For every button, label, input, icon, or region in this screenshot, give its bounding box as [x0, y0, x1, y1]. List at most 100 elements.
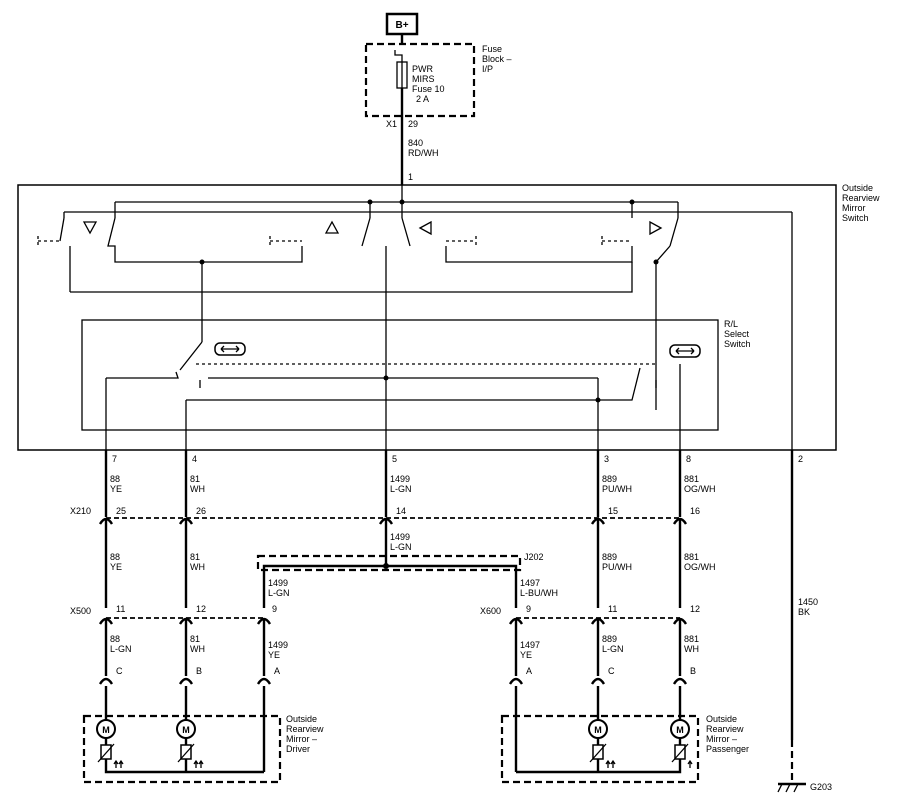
svg-text:Rearview: Rearview	[286, 724, 324, 734]
right-arrow-icon	[649, 220, 663, 236]
passenger-motor-1-icon: M	[588, 719, 608, 739]
svg-text:M: M	[182, 725, 190, 735]
svg-text:YE: YE	[268, 650, 280, 660]
svg-text:L-GN: L-GN	[110, 644, 132, 654]
svg-text:12: 12	[690, 604, 700, 614]
svg-text:OG/WH: OG/WH	[684, 562, 716, 572]
svg-text:Switch: Switch	[842, 213, 869, 223]
rl-select-switch-box	[81, 319, 719, 431]
fuse-connector-label: X1	[386, 119, 397, 129]
x600-pin-labels: 9 11 12	[526, 604, 700, 614]
svg-text:B: B	[196, 666, 202, 676]
fuse-symbol	[394, 50, 408, 89]
svg-text:Fuse 10: Fuse 10	[412, 84, 445, 94]
x500-terminals	[98, 617, 272, 625]
svg-text:88: 88	[110, 552, 120, 562]
svg-text:Mirror: Mirror	[842, 203, 866, 213]
feed-wire-color: RD/WH	[408, 148, 439, 158]
svg-text:PWR: PWR	[412, 64, 433, 74]
svg-text:Outside: Outside	[706, 714, 737, 724]
svg-text:PU/WH: PU/WH	[602, 562, 632, 572]
svg-text:L-GN: L-GN	[268, 588, 290, 598]
j202-splice-box	[256, 554, 522, 572]
driver-motor-2-icon: M	[176, 719, 196, 739]
switch-power-bus	[63, 185, 793, 720]
svg-text:L-GN: L-GN	[602, 644, 624, 654]
svg-text:Passenger: Passenger	[706, 744, 749, 754]
switch-pin-labels: 7 4 5 3 8 2	[112, 454, 803, 464]
down-arrow-icon	[82, 221, 98, 235]
svg-text:Mirror –: Mirror –	[286, 734, 317, 744]
svg-text:81: 81	[190, 552, 200, 562]
svg-text:9: 9	[272, 604, 277, 614]
svg-text:YE: YE	[110, 562, 122, 572]
svg-text:1450: 1450	[798, 597, 818, 607]
passenger-position-sensor-icons	[589, 743, 693, 768]
right-switch	[601, 217, 679, 410]
svg-text:1499: 1499	[390, 474, 410, 484]
driver-mirror-box	[82, 714, 282, 784]
svg-text:4: 4	[192, 454, 197, 464]
middle-wire-runs	[104, 520, 682, 608]
ground-wire: 1450 BK	[790, 450, 818, 782]
svg-text:Driver: Driver	[286, 744, 310, 754]
svg-text:M: M	[594, 725, 602, 735]
svg-text:11: 11	[116, 604, 125, 614]
svg-text:R/L: R/L	[724, 319, 738, 329]
passenger-mirror-label: Outside Rearview Mirror – Passenger	[706, 714, 749, 754]
svg-text:OG/WH: OG/WH	[684, 484, 716, 494]
svg-text:16: 16	[690, 506, 700, 516]
svg-text:Outside: Outside	[842, 183, 873, 193]
driver-motor-1-icon: M	[96, 719, 116, 739]
down-switch	[37, 217, 303, 292]
up-arrow-icon	[324, 220, 340, 234]
svg-text:1497: 1497	[520, 578, 540, 588]
svg-text:PU/WH: PU/WH	[602, 484, 632, 494]
fuse-label: PWR MIRS Fuse 10 2 A	[412, 64, 445, 104]
battery-terminal: B+	[385, 12, 419, 36]
svg-text:8: 8	[686, 454, 691, 464]
lower-wire-runs	[104, 620, 682, 676]
svg-text:C: C	[608, 666, 615, 676]
fuse-pin-label: 29	[408, 119, 418, 129]
svg-text:Select: Select	[724, 329, 750, 339]
svg-text:Mirror –: Mirror –	[706, 734, 737, 744]
rl-select-switch-label: R/L Select Switch	[724, 319, 751, 349]
svg-text:A: A	[274, 666, 280, 676]
mirror-switch-label: Outside Rearview Mirror Switch	[842, 183, 880, 223]
svg-text:3: 3	[604, 454, 609, 464]
mirror-terminals	[98, 677, 688, 685]
driver-position-sensor-icons	[97, 743, 204, 768]
x600-label: X600	[480, 606, 501, 616]
svg-text:M: M	[676, 725, 684, 735]
svg-text:M: M	[102, 725, 110, 735]
svg-text:1499: 1499	[390, 532, 410, 542]
svg-text:15: 15	[608, 506, 618, 516]
passenger-motor-2-icon: M	[670, 719, 690, 739]
svg-text:7: 7	[112, 454, 117, 464]
svg-text:YE: YE	[110, 484, 122, 494]
svg-text:2 A: 2 A	[416, 94, 429, 104]
svg-text:14: 14	[396, 506, 406, 516]
svg-text:A: A	[526, 666, 532, 676]
fuse-block-label: Fuse Block – I/P	[482, 44, 512, 74]
up-switch	[269, 217, 371, 247]
svg-text:11: 11	[608, 604, 617, 614]
x600-terminals	[508, 617, 688, 625]
x210-pin-labels: 25 26 14 15 16	[116, 506, 700, 516]
svg-text:26: 26	[196, 506, 206, 516]
feed-wire-circuit: 840	[408, 138, 423, 148]
svg-text:WH: WH	[190, 644, 205, 654]
svg-text:WH: WH	[190, 484, 205, 494]
rl-selector-right-icon	[669, 344, 701, 358]
switch-cross-wiring	[70, 246, 633, 455]
svg-text:C: C	[116, 666, 123, 676]
svg-text:1497: 1497	[520, 640, 540, 650]
svg-text:1499: 1499	[268, 578, 288, 588]
x210-terminals	[98, 517, 688, 525]
